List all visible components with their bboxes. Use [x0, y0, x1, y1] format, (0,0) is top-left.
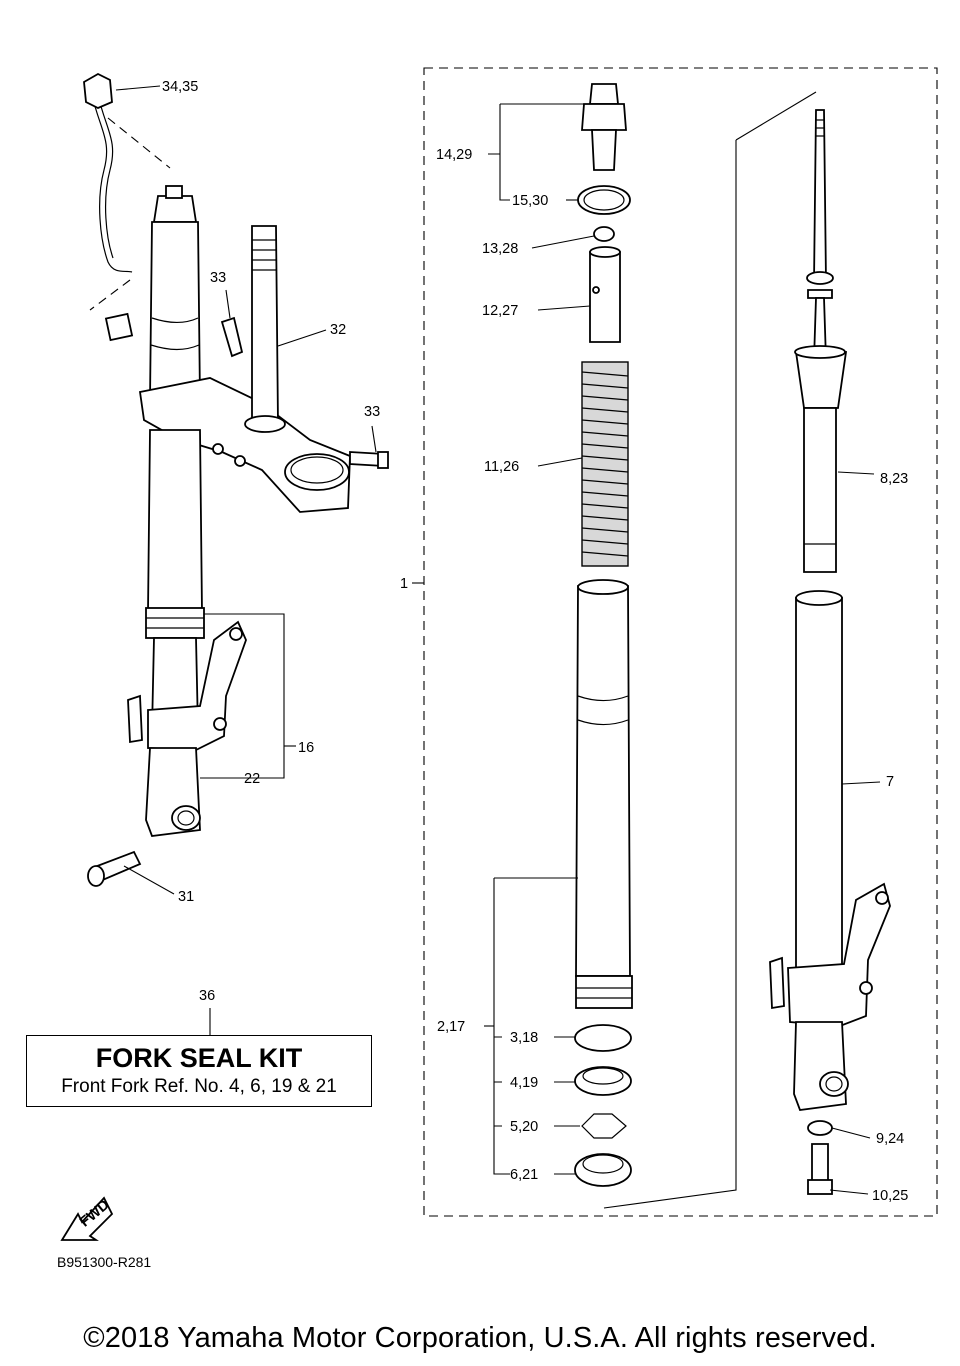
callout-6-21: 6,21	[510, 1167, 538, 1183]
callout-2-17: 2,17	[437, 1019, 465, 1035]
callout-22: 22	[244, 771, 260, 787]
callout-1: 1	[400, 576, 408, 592]
connector-plug	[104, 312, 134, 342]
dust-seal	[574, 1153, 632, 1187]
callout-10-25: 10,25	[872, 1188, 908, 1204]
callout-15-30: 15,30	[512, 193, 548, 209]
assembly-boundary	[423, 67, 938, 1217]
nut	[593, 226, 615, 242]
spacer	[589, 251, 621, 343]
callout-12-27: 12,27	[482, 303, 518, 319]
washer	[807, 1120, 833, 1136]
callout-33b: 33	[364, 404, 380, 420]
outer-tube	[575, 585, 631, 977]
fork-seal-kit-box: FORK SEAL KIT Front Fork Ref. No. 4, 6, …	[26, 1035, 372, 1107]
connector-34	[83, 72, 113, 109]
clip	[581, 1113, 627, 1139]
kit-title: FORK SEAL KIT	[95, 1043, 303, 1073]
oil-seal	[574, 1066, 632, 1096]
damper-cartridge	[794, 351, 848, 409]
callout-16: 16	[298, 740, 314, 756]
callout-33a: 33	[210, 270, 226, 286]
assembled-fork	[83, 72, 389, 887]
steering-stem	[251, 225, 279, 425]
caliper-tab	[127, 694, 143, 744]
callout-32: 32	[330, 322, 346, 338]
callout-31: 31	[178, 889, 194, 905]
callout-11-26: 11,26	[484, 459, 519, 475]
bolt-33-upper	[220, 316, 244, 358]
callout-7: 7	[886, 774, 894, 790]
kit-subtitle: Front Fork Ref. No. 4, 6, 19 & 21	[61, 1076, 337, 1097]
fork-ring	[145, 607, 205, 639]
callout-36: 36	[199, 988, 215, 1004]
fork-cap	[152, 195, 198, 223]
copyright-notice: ©2018 Yamaha Motor Corporation, U.S.A. A…	[83, 1322, 877, 1354]
outer-tube-lower	[147, 429, 203, 613]
dust-seal-ring	[574, 1024, 632, 1052]
callout-8-23: 8,23	[880, 471, 908, 487]
callout-13-28: 13,28	[482, 241, 518, 257]
callout-9-24: 9,24	[876, 1131, 904, 1147]
middle-components	[574, 83, 633, 1187]
outer-tube-upper	[149, 221, 201, 401]
callout-5-20: 5,20	[510, 1119, 538, 1135]
fork-spring	[581, 361, 629, 567]
callout-3-18: 3,18	[510, 1030, 538, 1046]
fwd-arrow-icon: FWD	[60, 1196, 114, 1241]
callout-34-35: 34,35	[162, 79, 198, 95]
right-components	[769, 109, 891, 1195]
callout-4-19: 4,19	[510, 1075, 538, 1091]
callout-14-29: 14,29	[436, 147, 472, 163]
cap-bolt	[589, 83, 619, 105]
inner-tube-7	[795, 597, 843, 981]
sensor-cable	[91, 94, 133, 273]
sensor-cable-outer	[97, 94, 114, 259]
diagram-code: B951300-R281	[57, 1254, 152, 1270]
